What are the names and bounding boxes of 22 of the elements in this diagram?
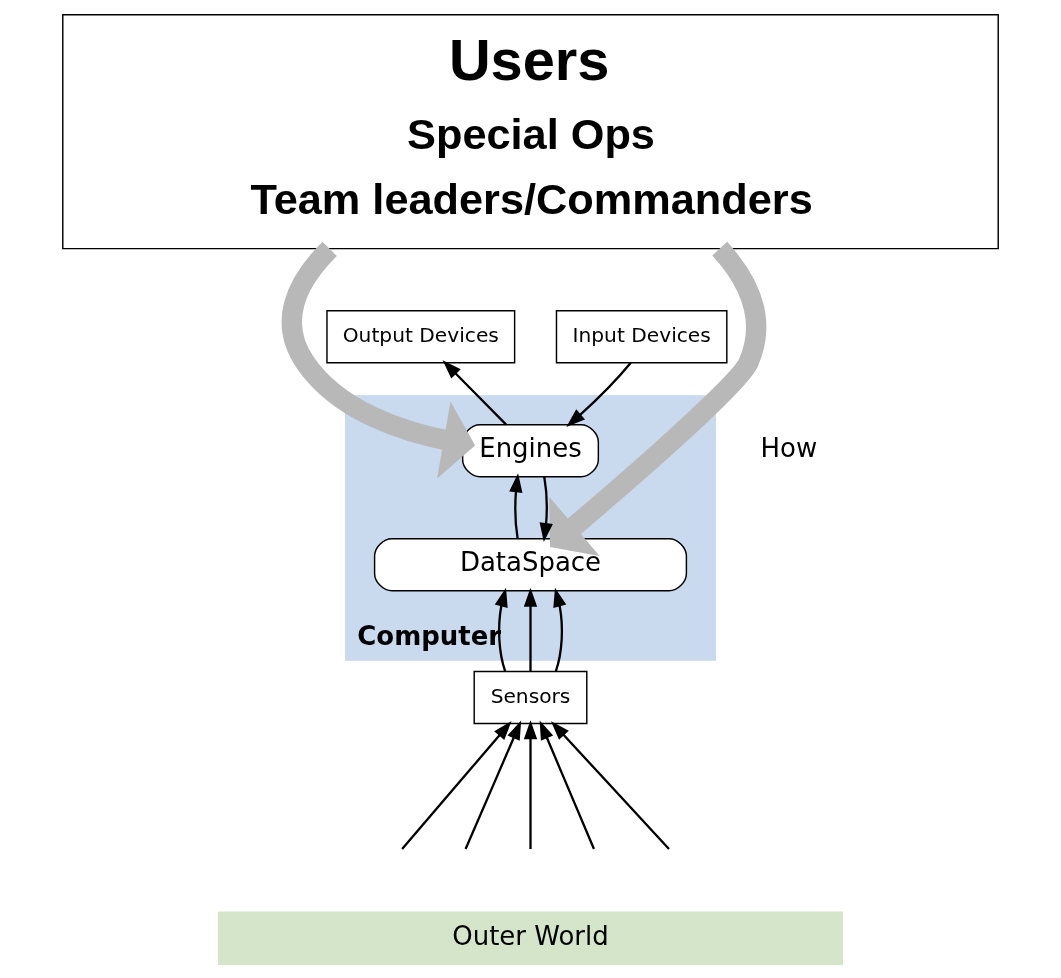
node-box: Users Special Ops Team leaders/Commanders <box>62 13 999 249</box>
node-box: Input Devices <box>555 309 728 363</box>
label: How <box>760 432 818 463</box>
arrow <box>550 720 670 850</box>
node-box: Sensors <box>473 670 588 724</box>
arrow <box>494 587 508 671</box>
arrow <box>401 720 512 850</box>
arrow <box>442 359 507 425</box>
node-box: Outer World <box>217 911 844 965</box>
arrow <box>549 241 767 556</box>
arrow <box>523 587 538 671</box>
arrow <box>281 241 476 478</box>
node-box: Engines <box>461 423 600 477</box>
node-box: Output Devices <box>326 309 516 363</box>
arrow <box>566 361 632 427</box>
node-box: DataSpace <box>373 537 688 591</box>
arrow <box>539 476 553 542</box>
arrow <box>509 472 523 539</box>
arrow <box>523 719 538 849</box>
arrow <box>553 587 567 671</box>
arrow <box>539 720 596 849</box>
arrow <box>464 720 522 849</box>
